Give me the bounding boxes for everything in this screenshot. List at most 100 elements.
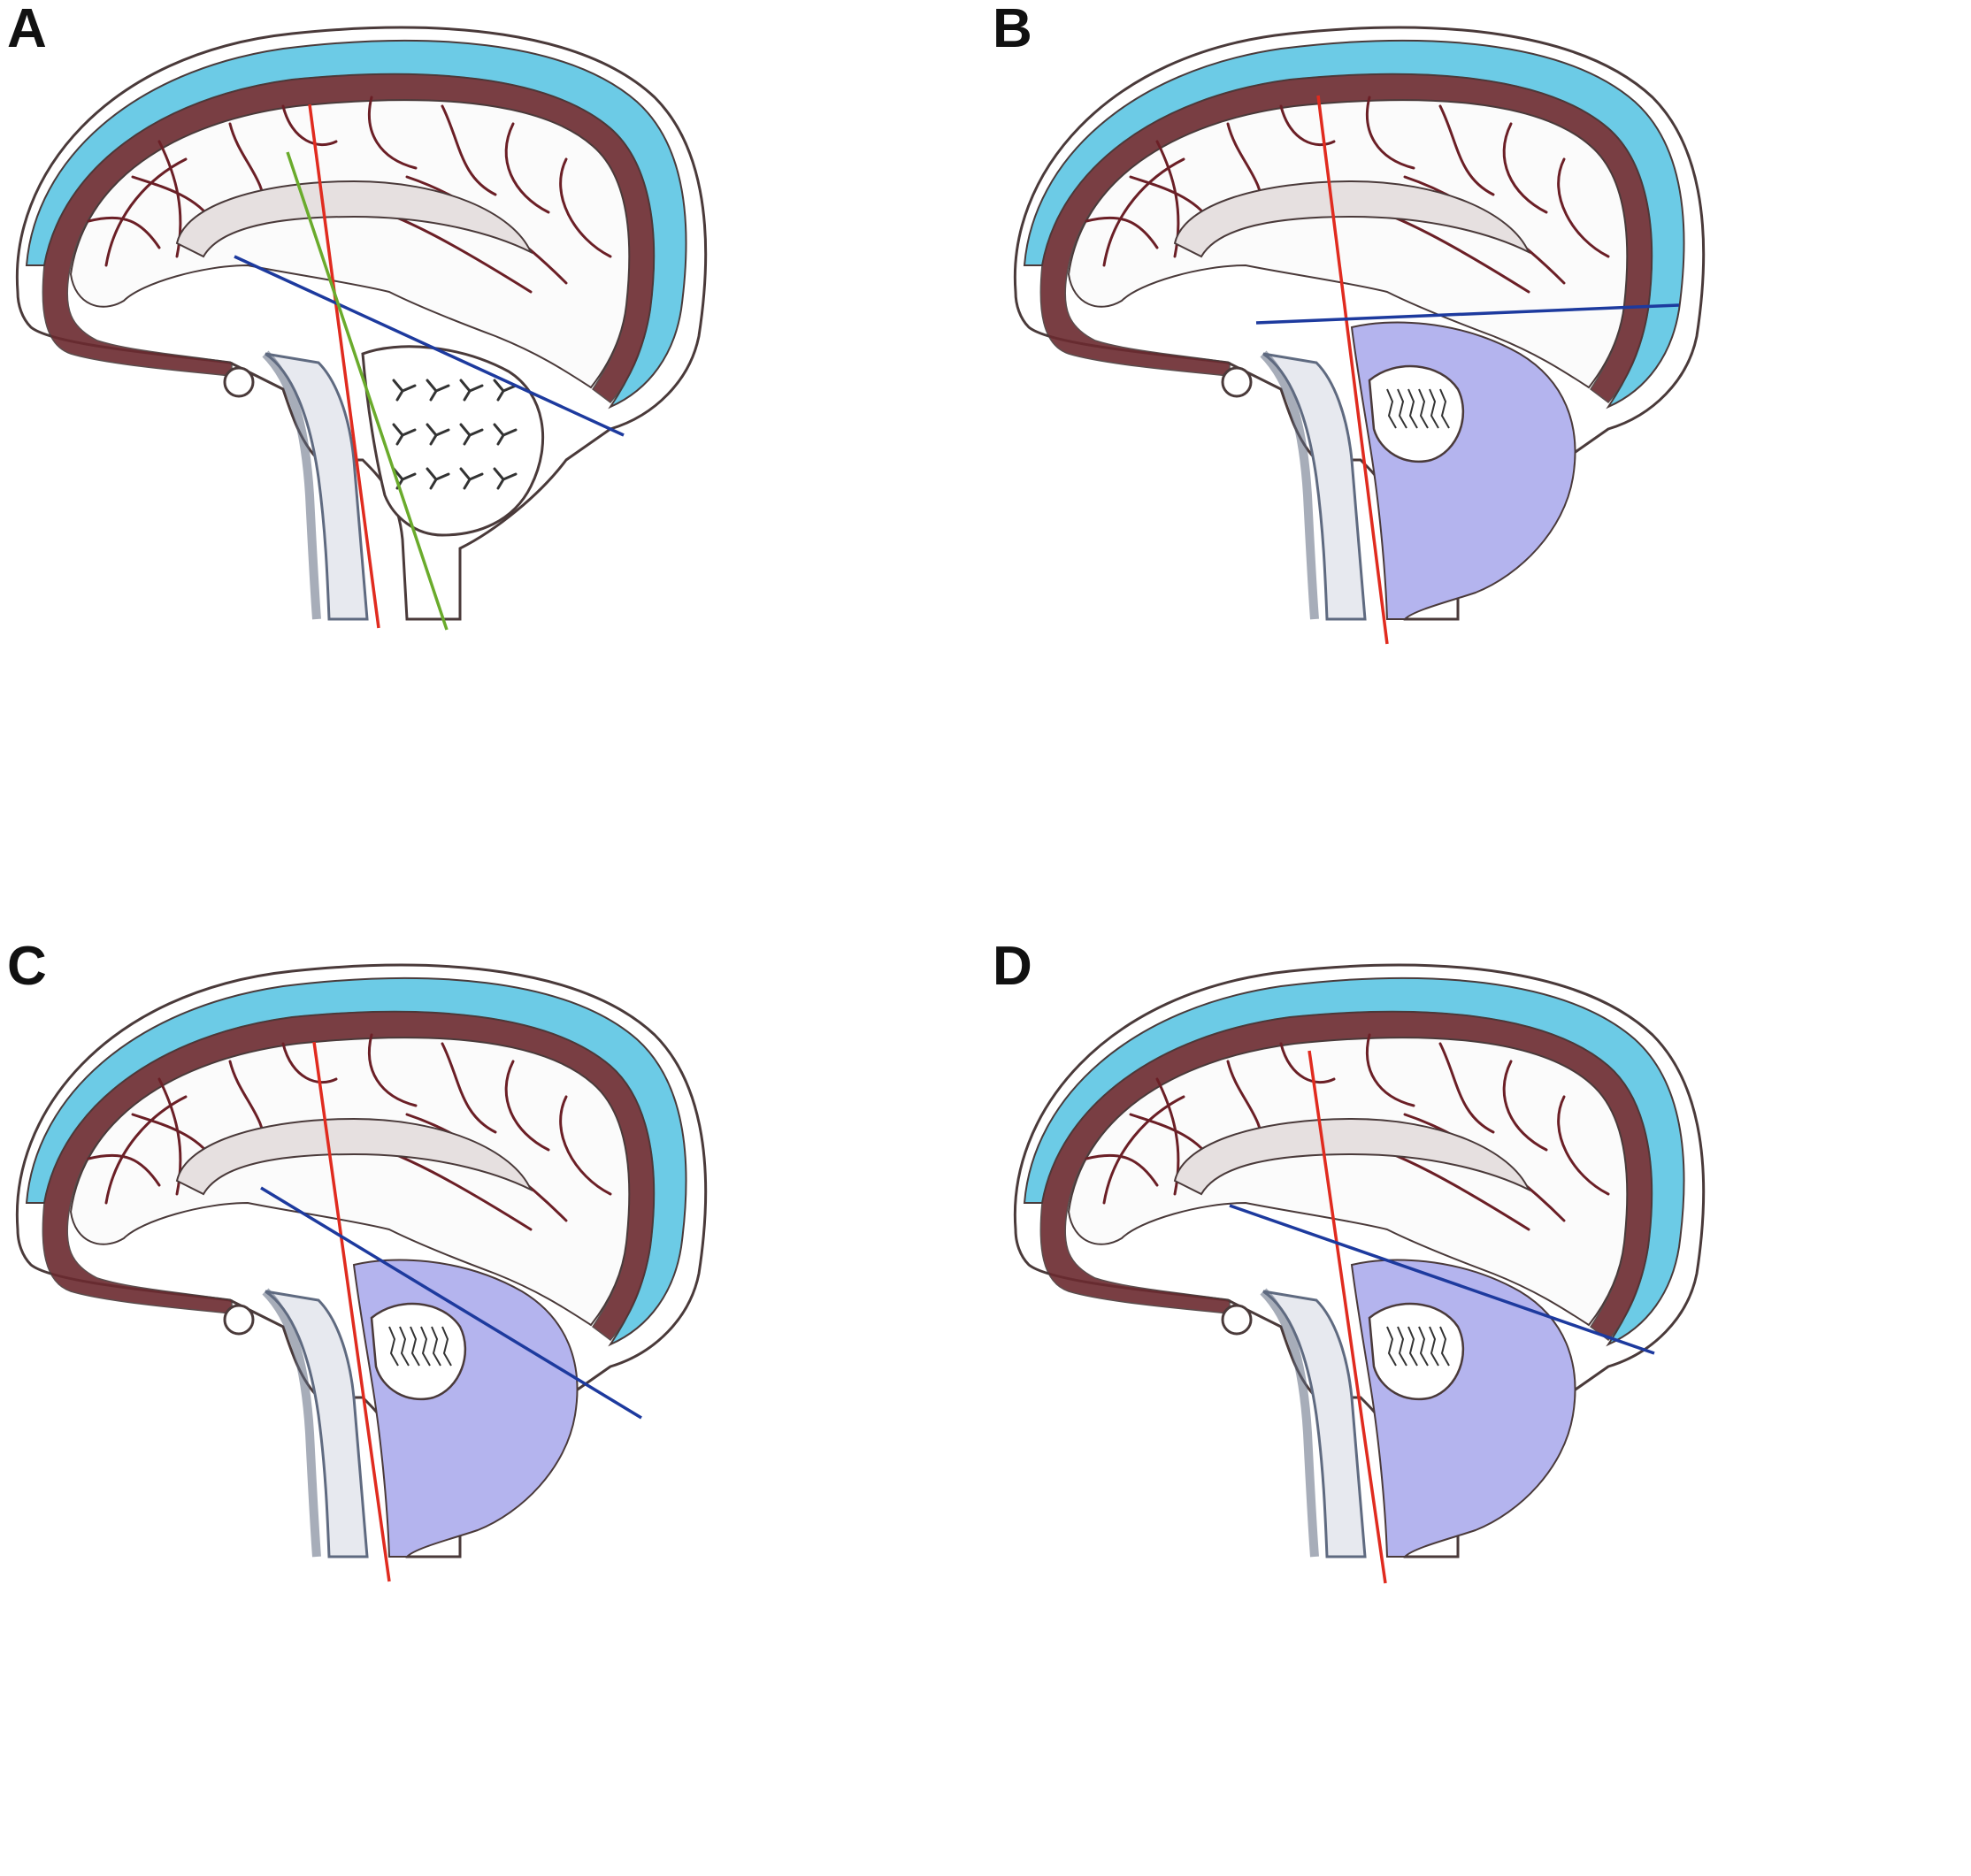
brain-drawing [15, 963, 708, 1582]
folia-0 [388, 1326, 399, 1367]
folia-3 [1418, 388, 1429, 429]
cerebellar-folia-2 [459, 379, 484, 402]
vessel-3 [1279, 104, 1336, 147]
vessel-9 [87, 1153, 161, 1187]
folia-2 [1407, 1326, 1418, 1367]
folia-0 [1386, 1326, 1397, 1367]
vessel-4 [367, 96, 418, 170]
brainstem [1262, 352, 1367, 621]
vessel-6 [1502, 1060, 1548, 1152]
corpus-callosum [1173, 1117, 1531, 1196]
folia-2 [1407, 388, 1418, 429]
vessel-0 [104, 157, 188, 267]
pituitary [223, 1304, 255, 1336]
cerebellum-remnant [370, 1302, 467, 1401]
cerebellar-folia-7 [493, 423, 518, 446]
panel-label-b: B [993, 0, 1032, 59]
folia-4 [431, 1326, 441, 1367]
vessel-4 [1365, 96, 1415, 170]
folia-1 [1397, 1326, 1407, 1367]
vessel-7 [1557, 1095, 1610, 1196]
panel-label-a: A [7, 0, 47, 59]
brain-drawing [1013, 26, 1706, 645]
cerebellar-folia-6 [459, 423, 484, 446]
green-reference-line [286, 151, 449, 631]
panel-b: B [986, 0, 1971, 938]
brain-parenchyma [69, 99, 631, 389]
pituitary [223, 366, 255, 398]
cerebellar-folia-1 [426, 379, 450, 402]
cerebellar-folia-10 [459, 467, 484, 490]
pituitary [1221, 1304, 1253, 1336]
cerebellar-folia-3 [493, 379, 518, 402]
vessel-9 [1085, 1153, 1159, 1187]
vessel-5 [1438, 1042, 1495, 1134]
vessel-6 [1502, 122, 1548, 214]
vessel-0 [1102, 1095, 1185, 1205]
vessel-9 [1085, 216, 1159, 249]
red-reference-line [308, 103, 380, 629]
blue-reference-line [1255, 303, 1680, 325]
blue-reference-line [1229, 1204, 1655, 1355]
brain-drawing [15, 26, 708, 631]
vessel-3 [281, 104, 338, 147]
corpus-callosum [1173, 180, 1531, 258]
vessel-7 [559, 1095, 612, 1196]
vessel-5 [1438, 104, 1495, 196]
brainstem-shading [262, 1288, 321, 1558]
corpus-callosum [175, 1117, 533, 1196]
folia-1 [399, 1326, 410, 1367]
vessel-7 [559, 157, 612, 258]
panel-label-d: D [993, 936, 1032, 997]
vessel-9 [87, 216, 161, 249]
blue-reference-line [234, 255, 625, 437]
corpus-callosum [175, 180, 533, 258]
brainstem-shading [1260, 1288, 1319, 1558]
vessel-6 [504, 122, 550, 214]
panel-c-illustration [15, 963, 708, 1582]
folia-0 [1386, 388, 1397, 429]
red-reference-line [1316, 95, 1389, 645]
folia-5 [1439, 1326, 1450, 1367]
vessel-4 [1365, 1033, 1415, 1107]
vessel-6 [504, 1060, 550, 1152]
cerebellar-folia-5 [426, 423, 450, 446]
folia-4 [1429, 388, 1439, 429]
brainstem-shading [1260, 350, 1319, 620]
pituitary [1221, 366, 1253, 398]
cerebellar-folia-0 [392, 379, 417, 402]
cerebellum-remnant [1368, 1302, 1465, 1401]
folia-3 [420, 1326, 431, 1367]
red-reference-line [1308, 1050, 1387, 1584]
folia-5 [1439, 388, 1450, 429]
folia-4 [1429, 1326, 1439, 1367]
brainstem [265, 1290, 369, 1558]
vessel-4 [367, 1033, 418, 1107]
vessel-0 [104, 1095, 188, 1205]
cerebellar-folia-4 [392, 423, 417, 446]
folia-1 [1397, 388, 1407, 429]
red-reference-line [312, 1041, 391, 1582]
vessel-3 [1279, 1042, 1336, 1084]
brainstem [265, 352, 369, 621]
vessel-3 [281, 1042, 338, 1084]
vessel-7 [1557, 157, 1610, 258]
panel-a: A [0, 0, 986, 938]
cerebellar-folia-11 [493, 467, 518, 490]
vessel-5 [441, 104, 497, 196]
cerebellar-folia-9 [426, 467, 450, 490]
panel-c: C [0, 938, 986, 1875]
blue-reference-line [260, 1186, 642, 1420]
brain-drawing [1013, 963, 1706, 1584]
panel-d: D [986, 938, 1971, 1875]
vessel-0 [1102, 157, 1185, 267]
panel-b-illustration [1013, 26, 1706, 645]
folia-2 [410, 1326, 420, 1367]
cerebellum-remnant [1368, 364, 1465, 463]
brainstem-shading [262, 350, 321, 620]
brain-parenchyma [1067, 1037, 1629, 1327]
vessel-5 [441, 1042, 497, 1134]
brainstem [1262, 1290, 1367, 1558]
panel-d-illustration [1013, 963, 1706, 1584]
folia-3 [1418, 1326, 1429, 1367]
